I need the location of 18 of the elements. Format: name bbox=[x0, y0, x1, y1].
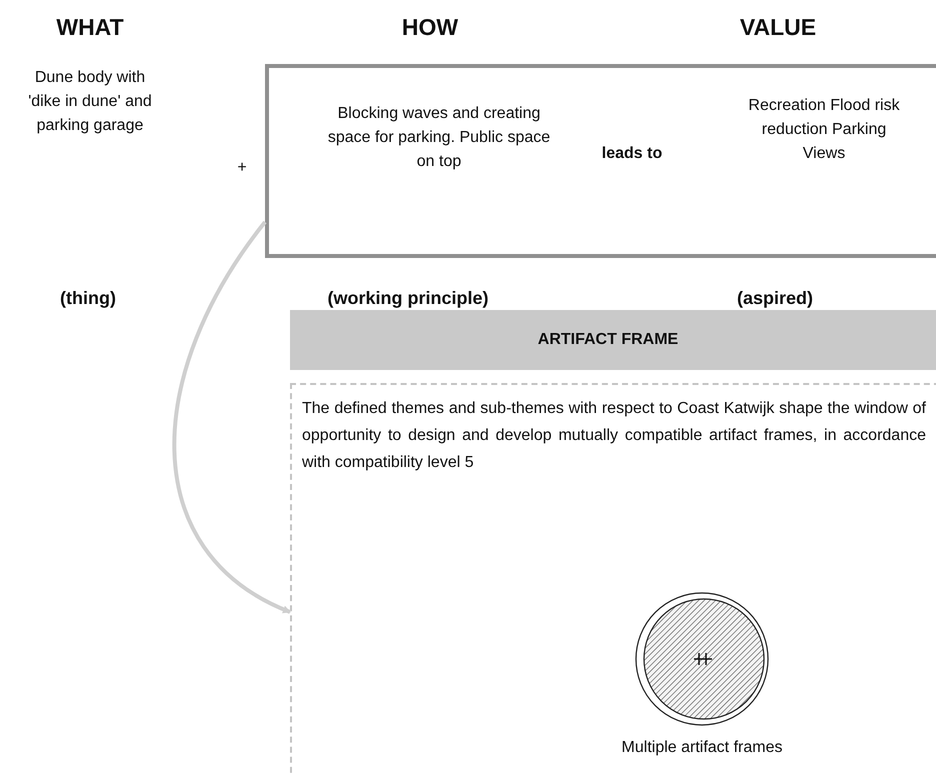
column-heading: WHAT bbox=[55, 14, 125, 41]
column-caption: (working principle) bbox=[326, 288, 490, 309]
circle-caption: Multiple artifact frames bbox=[620, 739, 784, 757]
plus-sign: + bbox=[236, 158, 248, 178]
column-heading: VALUE bbox=[738, 14, 818, 41]
description-paragraph: The defined themes and sub-themes with respect to Coast Katwijk shape the window of opportunity to design and develop mutually compatible artifact frames, in accordance with compatibility level 5 bbox=[302, 399, 926, 473]
value-list: Recreation Flood risk reduction Parking Views bbox=[739, 94, 909, 166]
column-caption: (aspired) bbox=[736, 288, 814, 309]
connector-text: leads to bbox=[600, 144, 664, 164]
principle-text: Blocking waves and creating space for parking. Public space on top bbox=[326, 104, 552, 172]
dashed-panel bbox=[290, 383, 936, 774]
outlined-box bbox=[265, 64, 936, 258]
column-heading: HOW bbox=[400, 14, 460, 41]
header-band: ARTIFACT FRAME bbox=[290, 310, 936, 370]
column-caption: (thing) bbox=[59, 288, 117, 309]
hatched-circle-icon bbox=[634, 591, 770, 727]
curved-arrow bbox=[172, 220, 291, 614]
thing-description: Dune body with 'dike in dune' and parking garage bbox=[27, 68, 153, 136]
